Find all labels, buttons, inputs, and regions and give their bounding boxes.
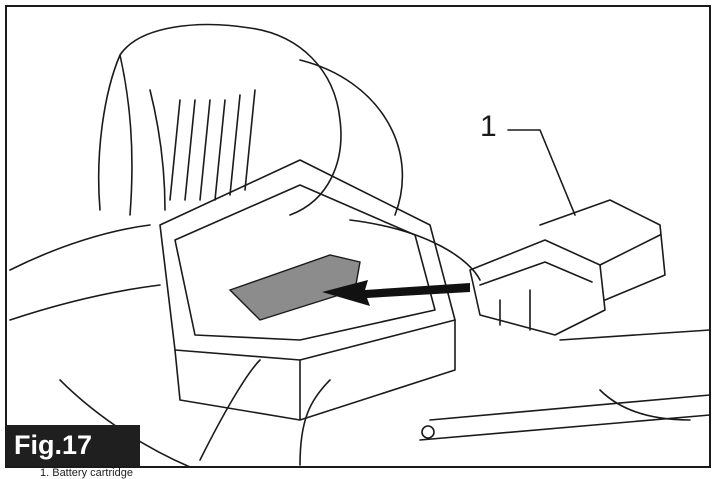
frame-bolt	[421, 425, 435, 439]
caption-fragment: 1. Battery cartridge	[40, 467, 133, 479]
mower-body-outline	[9, 224, 331, 468]
compartment-front	[174, 319, 456, 421]
battery-cartridge-rear	[539, 199, 666, 301]
open-lid	[97, 23, 342, 216]
insertion-arrow	[322, 280, 470, 306]
battery-terminals	[228, 254, 361, 321]
mower-handle-frame	[419, 329, 711, 441]
battery-cartridge-front	[469, 239, 606, 336]
mower-rear-curve	[299, 59, 481, 281]
callout-leader-line	[507, 129, 576, 216]
figure-label: Fig.17	[6, 425, 140, 466]
figure-frame	[5, 5, 711, 468]
callout-number: 1	[480, 110, 497, 143]
